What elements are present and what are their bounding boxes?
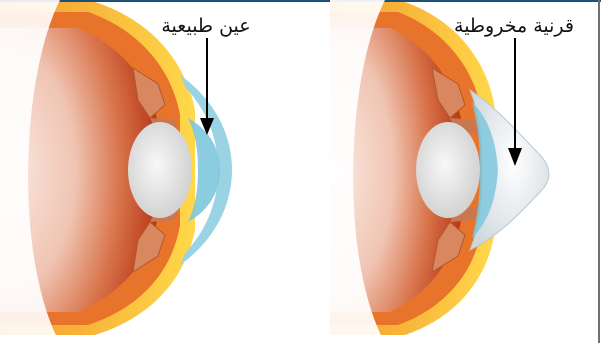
normal-eye — [0, 0, 232, 343]
keratoconus-eye-label: قرنية مخروطية — [454, 15, 574, 37]
keratoconus-eye — [330, 0, 549, 343]
normal-eye-lens — [128, 122, 192, 218]
keratoconus-eye-lens — [416, 122, 480, 218]
normal-eye-label: عين طبيعية — [161, 15, 250, 37]
normal-eye-arrow — [200, 38, 214, 135]
